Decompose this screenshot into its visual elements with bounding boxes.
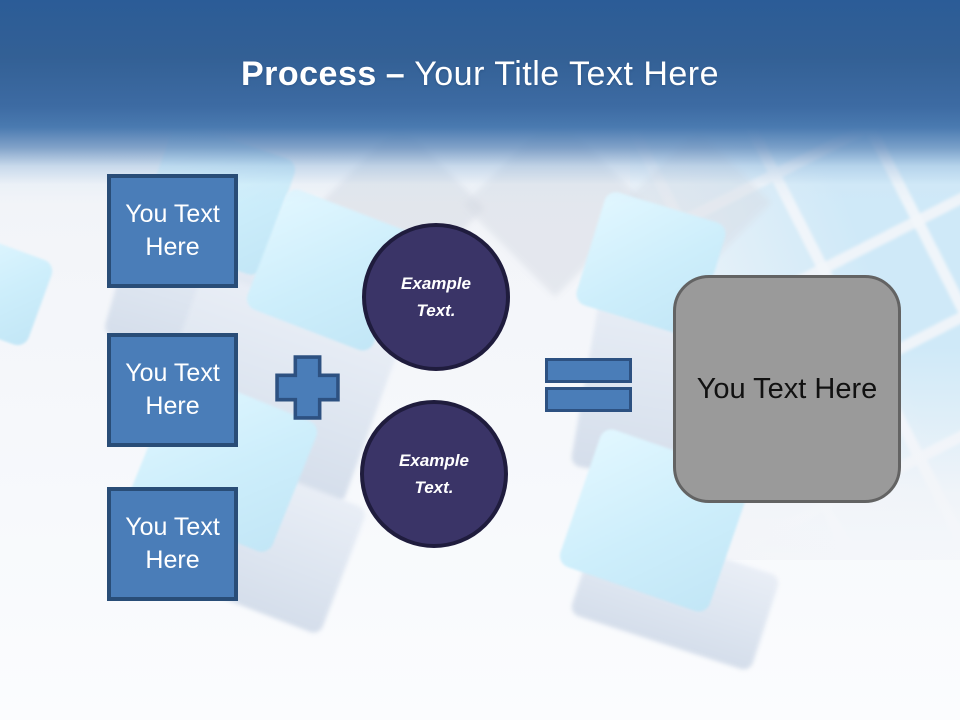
example-circle-2-label: Example Text. bbox=[399, 451, 469, 497]
result-box-label: You Text Here bbox=[696, 372, 878, 405]
example-circle-1-label: Example Text. bbox=[401, 274, 471, 320]
result-box[interactable]: You Text Here bbox=[673, 275, 901, 503]
slide-title[interactable]: Process–Your Title Text Here bbox=[0, 52, 960, 96]
input-box-1[interactable]: You Text Here bbox=[107, 174, 238, 288]
input-box-2-label: You Text Here bbox=[125, 359, 220, 420]
example-circle-2[interactable]: Example Text. bbox=[360, 400, 508, 548]
example-circle-1[interactable]: Example Text. bbox=[362, 223, 510, 371]
title-keyword: Process bbox=[240, 55, 377, 93]
equals-icon[interactable] bbox=[545, 358, 634, 419]
input-box-1-label: You Text Here bbox=[125, 200, 220, 261]
input-box-3-label: You Text Here bbox=[125, 513, 220, 574]
title-text: Your Title Text Here bbox=[414, 55, 720, 93]
plus-icon[interactable] bbox=[274, 354, 341, 426]
input-box-3[interactable]: You Text Here bbox=[107, 487, 238, 601]
title-bar: Process–Your Title Text Here bbox=[0, 0, 960, 205]
cube-top-face bbox=[0, 231, 56, 349]
title-dash: – bbox=[385, 55, 406, 93]
input-box-2[interactable]: You Text Here bbox=[107, 333, 238, 447]
